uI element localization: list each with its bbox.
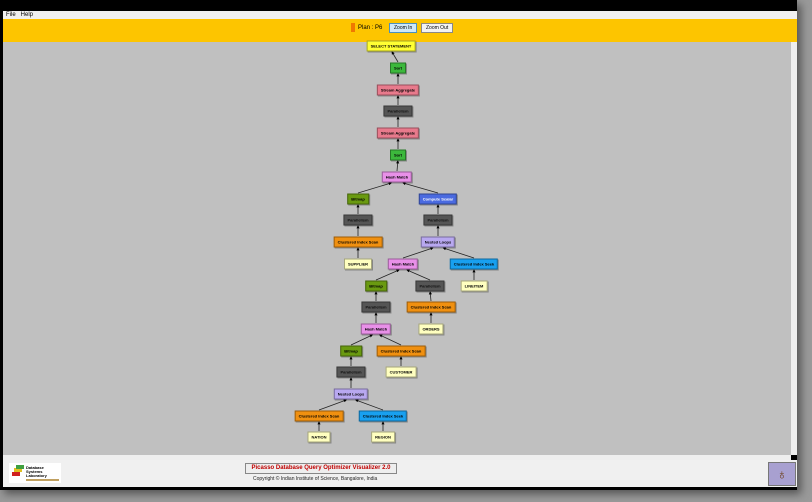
plan-node-region[interactable]: REGION [371,431,395,443]
svg-text:Systems: Systems [26,469,43,474]
plan-indicator: Plan : P6 [351,23,382,32]
plan-edge [391,51,399,63]
plan-node-nested-loops[interactable]: Nested Loops [333,388,369,400]
plan-node-customer[interactable]: CUSTOMER [385,366,417,378]
plan-node-orders[interactable]: ORDERS [418,323,444,335]
plan-edge [402,182,439,194]
horizontal-scrollbar[interactable] [3,455,791,460]
plan-node-clustered-index-scan[interactable]: Clustered Index Scan [406,301,456,313]
menu-help[interactable]: Help [20,12,34,18]
plan-edge [402,247,434,259]
plan-edge [318,399,347,411]
plan-edge [379,334,402,346]
plan-edge [375,269,400,281]
plan-node-clustered-index-seek[interactable]: Clustered Index Seek [449,258,499,270]
plan-node-parallelism[interactable]: Parallelism [415,280,445,292]
plan-node-clustered-index-scan[interactable]: Clustered Index Scan [333,236,383,248]
plan-node-parallelism[interactable]: Parallelism [383,105,413,117]
plan-node-hash-match[interactable]: Hash Match [387,258,419,270]
svg-text:Laboratory: Laboratory [26,473,48,478]
plan-node-clustered-index-seek[interactable]: Clustered Index Seek [358,410,408,422]
plan-node-hash-match[interactable]: Hash Match [381,171,413,183]
plan-node-supplier[interactable]: SUPPLIER [343,258,373,270]
plan-node-hash-match[interactable]: Hash Match [360,323,392,335]
plan-node-select-statement[interactable]: SELECT STATEMENT [366,40,416,52]
plan-edge [442,247,475,259]
menu-file[interactable]: File [6,12,16,18]
plan-node-nation[interactable]: NATION [307,431,331,443]
plan-edge [350,334,373,346]
plan-edge [357,182,392,194]
plan-node-stream-aggregate[interactable]: Stream Aggregate [376,127,420,139]
plan-edge [355,399,384,411]
plan-node-sort[interactable]: Sort [390,62,406,74]
plan-node-parallelism[interactable]: Parallelism [361,301,391,313]
plan-node-lineitem[interactable]: LINEITEM [460,280,488,292]
toolbar: Plan : P6 Zoom In Zoom Out [3,19,797,43]
plan-node-bitmap[interactable]: Bitmap [347,193,369,205]
plan-edge [396,160,400,172]
zoom-out-button[interactable]: Zoom Out [421,23,454,33]
plan-node-parallelism[interactable]: Parallelism [423,214,453,226]
menu-bar: File Help [3,11,797,19]
plan-node-sort[interactable]: Sort [390,149,406,161]
plan-edge [406,269,431,281]
plan-node-nested-loops[interactable]: Nested Loops [420,236,456,248]
plan-node-parallelism[interactable]: Parallelism [336,366,366,378]
plan-edge [428,291,432,302]
plan-color-swatch [351,23,355,32]
plan-node-bitmap[interactable]: Bitmap [340,345,362,357]
plan-node-parallelism[interactable]: Parallelism [343,214,373,226]
visualizer-title-button[interactable]: Picasso Database Query Optimizer Visuali… [245,463,397,474]
copyright-text: Copyright © Indian Institute of Science,… [253,476,378,482]
plan-node-compute-scalar[interactable]: Compute Scalar [418,193,458,205]
plan-edges [317,51,476,431]
plan-label: Plan : P6 [358,24,383,31]
plan-node-stream-aggregate[interactable]: Stream Aggregate [376,84,420,96]
zoom-in-button[interactable]: Zoom In [389,23,418,33]
plan-node-clustered-index-scan[interactable]: Clustered Index Scan [294,410,344,422]
vertical-scrollbar[interactable] [791,42,797,455]
plan-node-clustered-index-scan[interactable]: Clustered Index Scan [376,345,426,357]
iisc-logo-icon: ♁ [768,462,796,486]
svg-text:Database: Database [26,465,45,470]
plan-node-bitmap[interactable]: Bitmap [365,280,387,292]
app-window: File Help Plan : P6 Zoom In Zoom Out SELE… [0,0,797,490]
